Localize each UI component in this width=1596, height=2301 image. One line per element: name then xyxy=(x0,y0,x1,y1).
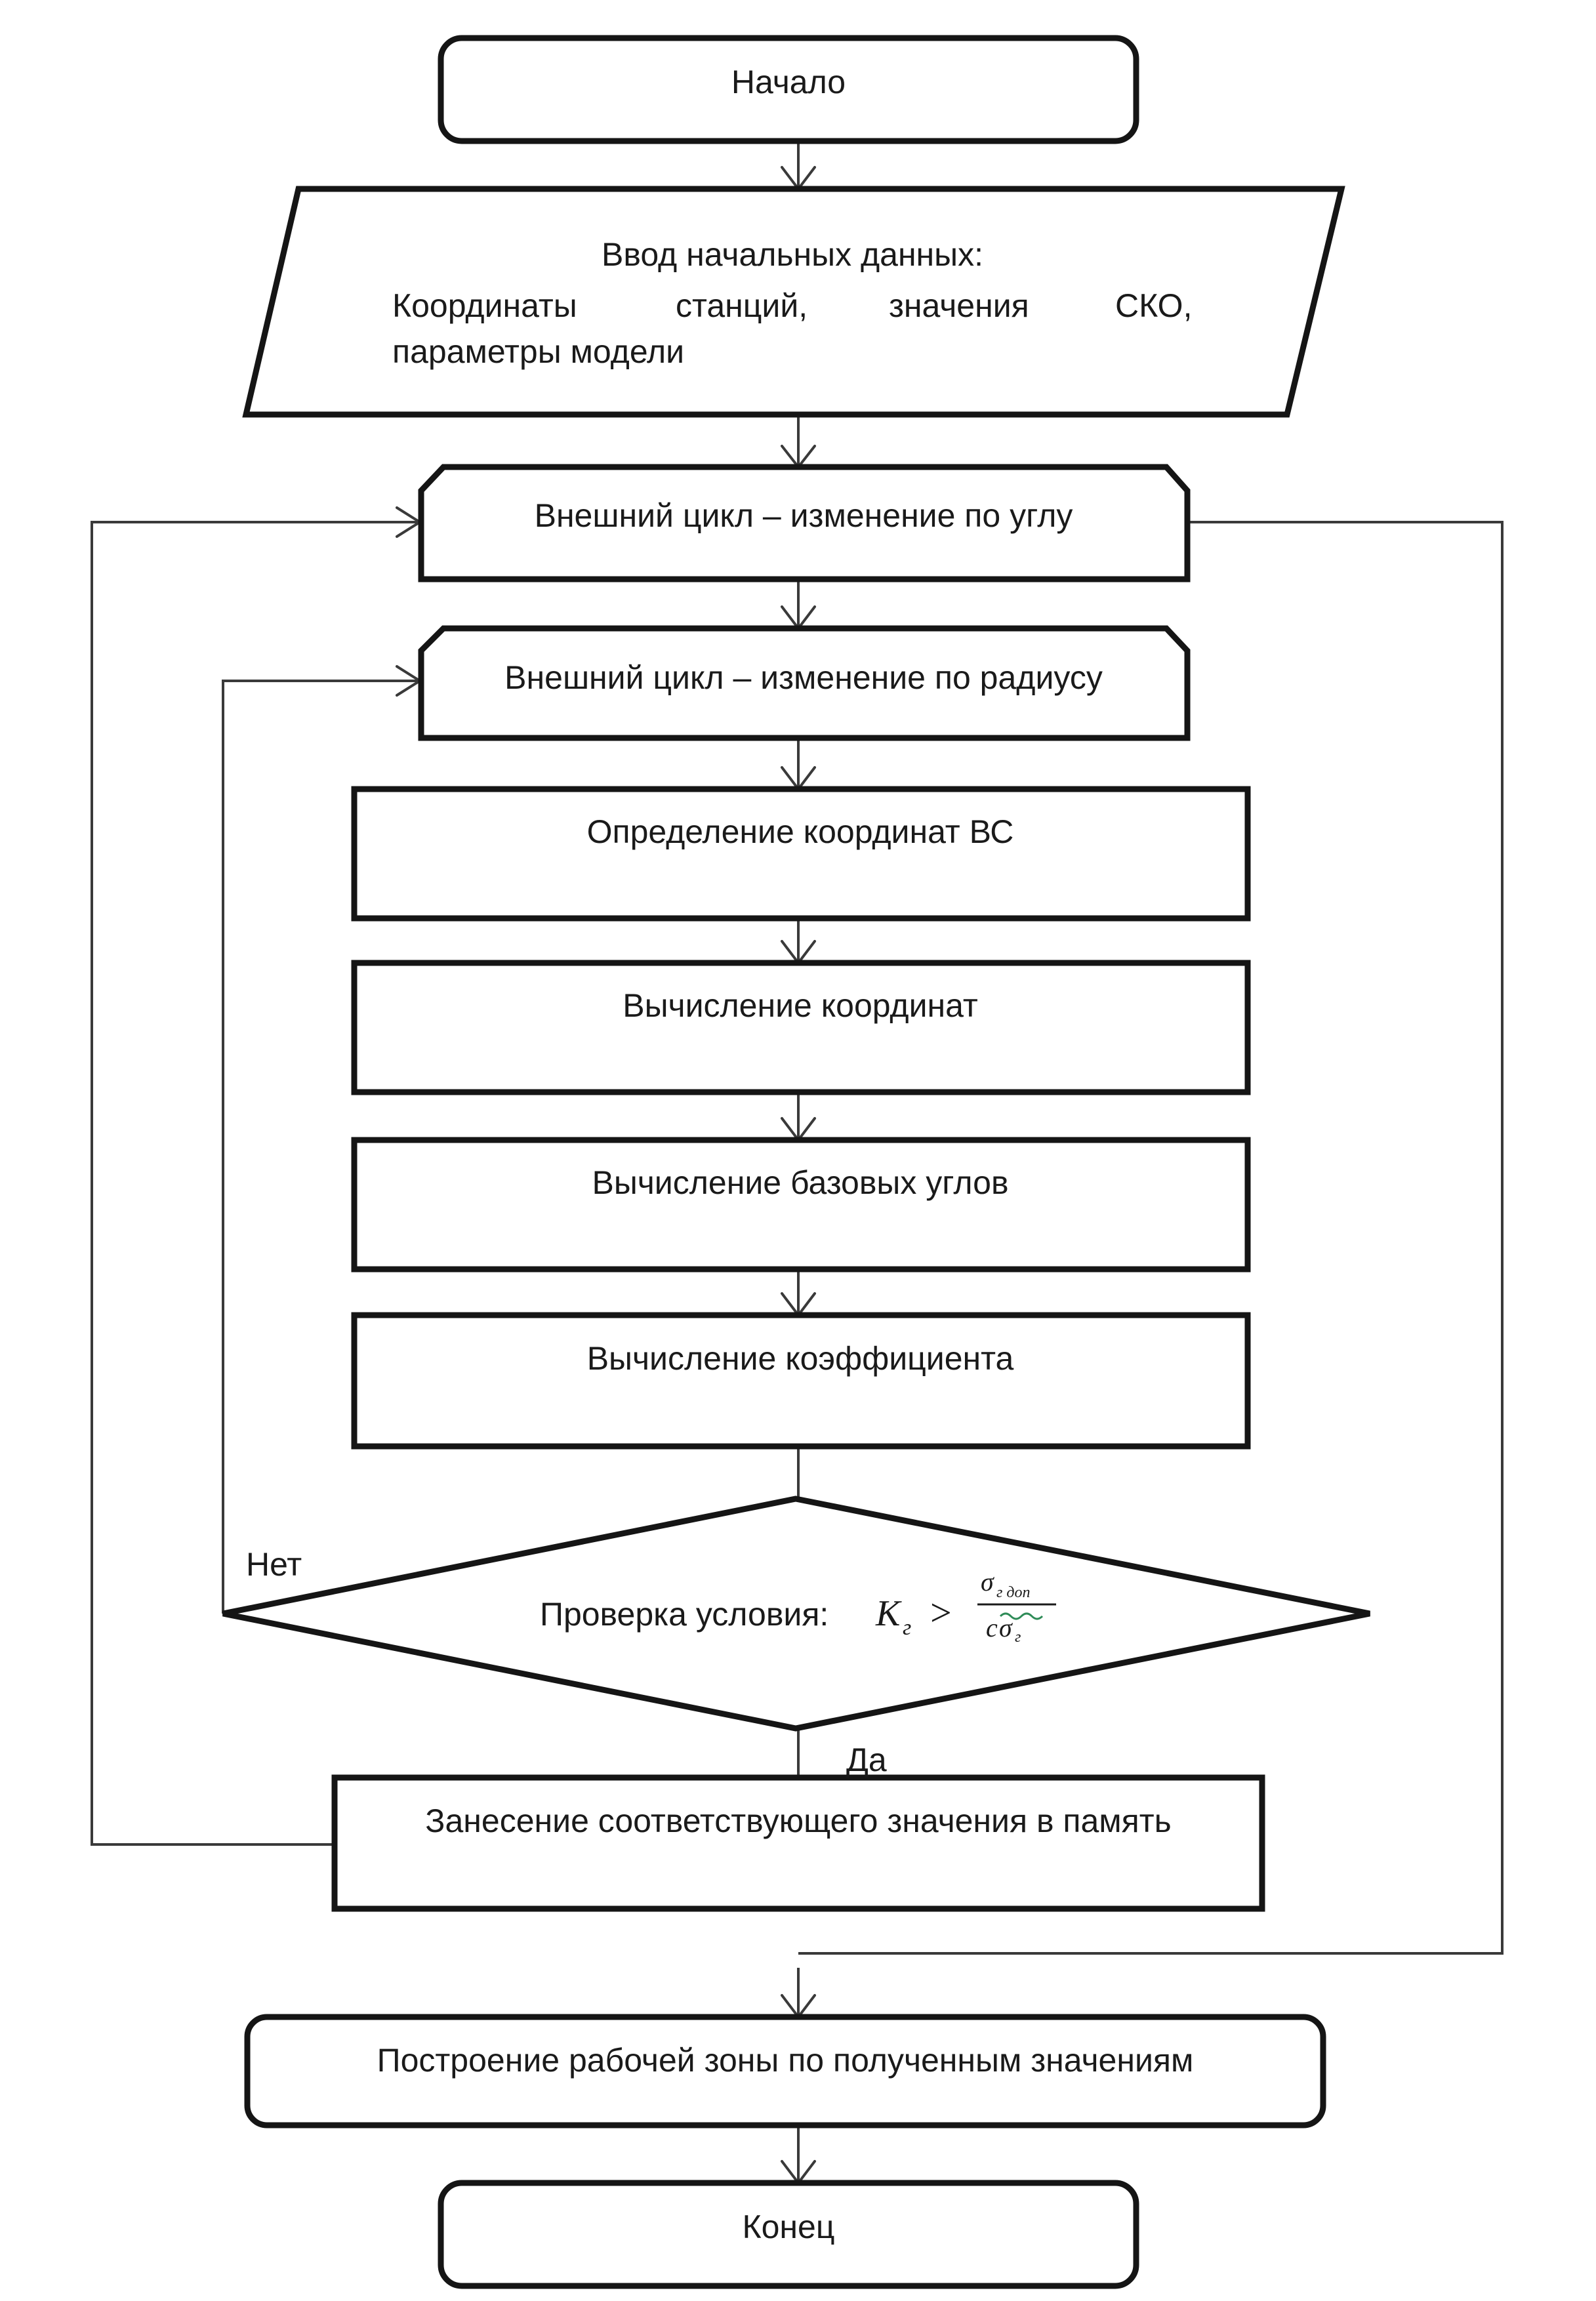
loop-angle-node: Внешний цикл – изменение по углу xyxy=(418,464,1191,582)
loop-radius-node: Внешний цикл – изменение по радиусу xyxy=(418,625,1191,741)
build-node: Построение рабочей зоны по полученным зн… xyxy=(244,2014,1326,2128)
formula-squiggle xyxy=(999,1612,1044,1620)
formula-den-sub: г xyxy=(1015,1629,1021,1646)
formula-num-sub: г доп xyxy=(996,1584,1031,1601)
input-label-line2d: СКО, xyxy=(1115,287,1192,324)
start-label: Начало xyxy=(731,64,846,100)
formula-num: σ xyxy=(981,1567,994,1597)
store-loop-line xyxy=(91,521,420,1846)
process-angles: Вычисление базовых углов xyxy=(351,1137,1251,1273)
process-vs: Определение координат ВС xyxy=(351,786,1251,922)
no-label: Нет xyxy=(246,1546,302,1583)
input-label-line2c: значения xyxy=(889,287,1029,324)
end-label: Конец xyxy=(743,2209,835,2245)
decision-formula: K г > σ г доп c σ г xyxy=(875,1567,1056,1646)
decision-label: Проверка условия: xyxy=(540,1596,829,1633)
input-node: Ввод начальных данных: Координаты станци… xyxy=(242,186,1345,418)
build-label: Построение рабочей зоны по полученным зн… xyxy=(377,2042,1194,2079)
no-loop-line xyxy=(222,680,420,1614)
angle-exit-line xyxy=(798,521,1504,1955)
process-coef-label: Вычисление коэффициента xyxy=(587,1340,1014,1377)
loop-angle-label: Внешний цикл – изменение по углу xyxy=(535,497,1073,534)
input-label-line2a: Координаты xyxy=(392,287,577,324)
connectors xyxy=(91,141,1504,2184)
start-node: Начало xyxy=(438,35,1139,144)
process-coef: Вычисление коэффициента xyxy=(351,1312,1251,1450)
formula-lhs: K xyxy=(875,1593,902,1634)
process-store: Занесение соответствующего значения в па… xyxy=(331,1774,1265,1912)
process-coords: Вычисление координат xyxy=(351,960,1251,1095)
input-label-line1: Ввод начальных данных: xyxy=(602,236,983,273)
formula-op: > xyxy=(930,1591,952,1634)
formula-den-c: c xyxy=(986,1613,998,1642)
process-coords-label: Вычисление координат xyxy=(623,987,978,1024)
yes-label: Да xyxy=(846,1741,887,1778)
process-store-label: Занесение соответствующего значения в па… xyxy=(425,1802,1171,1839)
process-angles-label: Вычисление базовых углов xyxy=(592,1164,1008,1201)
process-vs-label: Определение координат ВС xyxy=(587,813,1014,850)
input-label-line2b: станций, xyxy=(676,287,808,324)
loop-radius-label: Внешний цикл – изменение по радиусу xyxy=(504,659,1103,696)
decision-node: Проверка условия: K г > σ г доп c σ г xyxy=(222,1496,1370,1732)
formula-den: σ xyxy=(999,1613,1013,1642)
input-label-line3: параметры модели xyxy=(392,333,684,370)
end-node: Конец xyxy=(438,2180,1139,2289)
formula-lhs-sub: г xyxy=(903,1616,911,1640)
